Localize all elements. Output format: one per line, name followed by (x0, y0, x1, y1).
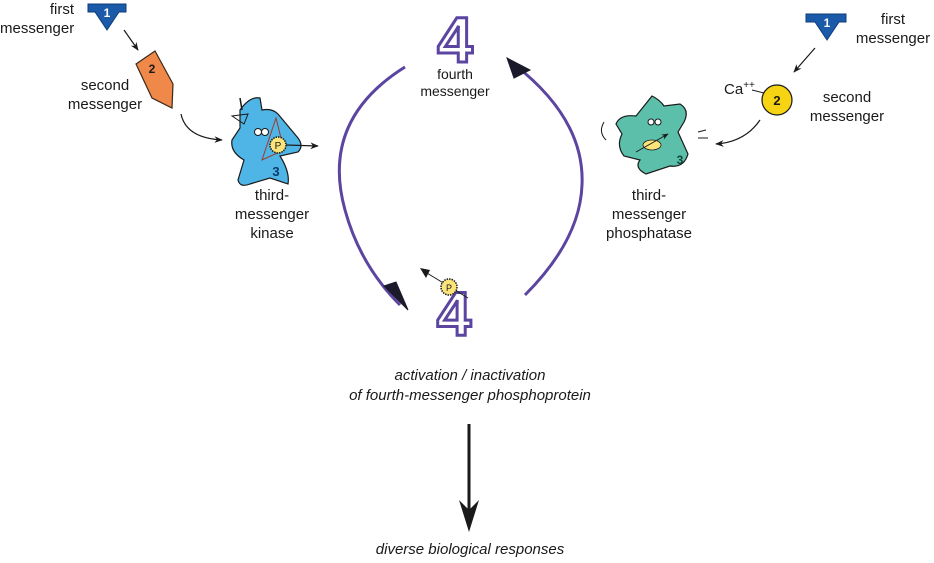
kinase-number: 3 (272, 164, 279, 179)
label-line: second (80, 77, 130, 94)
first-messenger-right-label: first messenger (852, 10, 934, 48)
second-messenger-left-icon: 2 (135, 50, 174, 109)
phosphatase-number: 3 (677, 153, 684, 167)
calcium-circle-icon: 2 (751, 84, 793, 116)
bottom-phosphate-label: P (446, 283, 452, 293)
third-messenger-kinase-label: third- messenger kinase (222, 186, 322, 243)
arrow-calcium-to-phosphatase (715, 119, 761, 147)
cycle-arc-right (514, 63, 584, 297)
arrow-first-to-calcium (793, 47, 816, 73)
label-line: first (49, 1, 74, 18)
cycle-arc-left (337, 65, 406, 307)
calcium-number: 2 (773, 93, 780, 108)
first-messenger-left-label: first messenger (0, 0, 74, 38)
calcium-ion-label: Ca++ (724, 76, 755, 99)
label-line: messenger (234, 206, 310, 223)
fourth-messenger-label: fourth messenger (410, 66, 500, 100)
cycle-arrowhead-down (383, 281, 409, 311)
label-line: messenger (0, 20, 75, 37)
label-line: first (880, 11, 906, 28)
activation-label: activation / inactivation of fourth-mess… (320, 366, 620, 406)
arrow-to-responses-head (459, 500, 479, 532)
fourth-messenger-top-number: 4 (437, 4, 473, 76)
third-messenger-phosphatase-label: third- messenger phosphatase (594, 186, 704, 243)
phosphate-group-icon: P (420, 268, 469, 299)
label-line: kinase (250, 225, 294, 242)
first-messenger-right-icon: 1 (805, 13, 847, 41)
label-line: messenger (809, 108, 885, 125)
label-line: messenger (67, 96, 143, 113)
arrow-second-to-kinase (180, 113, 223, 143)
second-messenger-number: 2 (149, 62, 156, 76)
kinase-phosphate-label: P (275, 141, 282, 152)
label-line: phosphatase (606, 225, 692, 242)
label-line: second (822, 89, 872, 106)
first-messenger-left-icon: 1 (87, 3, 127, 31)
ion-charge: ++ (743, 80, 755, 91)
arrow-first-to-second-left (123, 29, 139, 51)
first-messenger-right-number: 1 (824, 16, 831, 30)
label-line: third- (254, 187, 290, 204)
label-line: messenger (611, 206, 687, 223)
label-line: fourth (437, 66, 473, 82)
label-line: messenger (420, 83, 490, 99)
phosphatase-creature-icon: 3 (600, 95, 708, 175)
label-line: messenger (855, 30, 931, 47)
label-line: of fourth-messenger phosphoprotein (349, 387, 591, 404)
cycle-arrowhead-up (506, 56, 532, 79)
ion-symbol: Ca (724, 81, 744, 98)
kinase-creature-icon: P 3 (230, 97, 319, 186)
biological-responses-label: diverse biological responses (375, 541, 565, 558)
label-line: third- (631, 187, 667, 204)
second-messenger-left-label: second messenger (60, 76, 150, 114)
first-messenger-number: 1 (104, 6, 111, 20)
second-messenger-right-label: second messenger (802, 88, 892, 126)
label-line: activation / inactivation (394, 367, 546, 384)
